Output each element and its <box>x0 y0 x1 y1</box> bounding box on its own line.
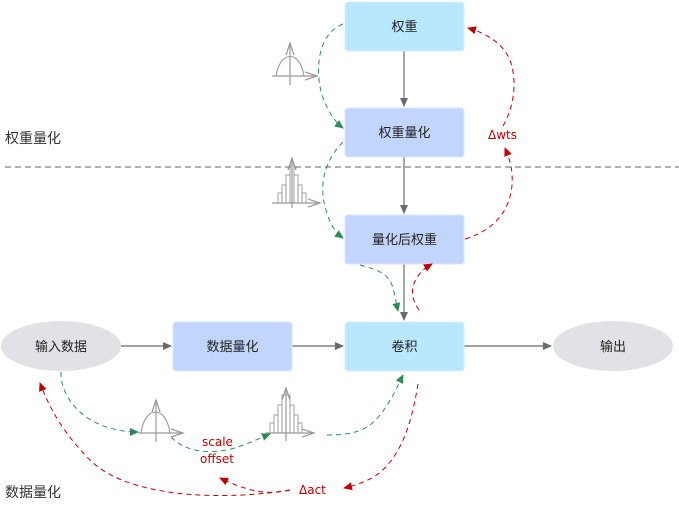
red-flow-dwts-to-weight <box>467 26 515 127</box>
red-flow-dact-to-scale-offset <box>219 477 291 493</box>
delta-wts-label: Δwts <box>488 128 517 142</box>
bell-curve-icon <box>138 400 183 442</box>
bell-curve-icon <box>272 43 317 85</box>
green-flow-input-to-float-dist <box>60 371 139 436</box>
node-data-quant[interactable]: 数据量化 <box>172 321 293 372</box>
node-input-data[interactable]: 输入数据 <box>1 321 121 371</box>
section-label-data-quant: 数据量化 <box>5 485 61 501</box>
green-flow-quantized-weight-to-conv <box>359 264 401 312</box>
node-conv-label: 卷积 <box>391 339 417 355</box>
red-flow-quantized-weight-to-dwts <box>464 147 513 240</box>
offset-label: offset <box>200 452 234 466</box>
green-flow-quant-dist-to-conv <box>326 374 404 436</box>
red-flow-dact-to-input <box>39 382 291 497</box>
histogram-icon <box>266 388 314 441</box>
delta-act-label: Δact <box>299 483 326 497</box>
node-weight-quant-label: 权重量化 <box>378 125 430 141</box>
node-output[interactable]: 输出 <box>553 321 673 371</box>
node-quantized-weight-label: 量化后权重 <box>372 232 437 248</box>
node-input-data-label: 输入数据 <box>35 339 87 355</box>
green-flow-weight-to-weight-quant <box>318 23 344 129</box>
scale-label: scale <box>202 435 233 449</box>
section-label-weight-quant: 权重量化 <box>5 131 61 147</box>
node-conv[interactable]: 卷积 <box>344 321 465 372</box>
node-weight-quant[interactable]: 权重量化 <box>344 107 465 158</box>
green-flow-weight-quant-to-quantized-weight <box>322 141 344 239</box>
node-data-quant-label: 数据量化 <box>206 340 258 355</box>
red-flow-conv-to-dact <box>343 383 419 491</box>
node-weight[interactable]: 权重 <box>344 1 465 52</box>
node-output-label: 输出 <box>600 339 626 355</box>
node-weight-label: 权重 <box>391 19 417 35</box>
node-quantized-weight[interactable]: 量化后权重 <box>344 214 465 265</box>
red-flow-conv-to-quantized-weight <box>411 263 433 311</box>
histogram-icon <box>272 158 320 208</box>
